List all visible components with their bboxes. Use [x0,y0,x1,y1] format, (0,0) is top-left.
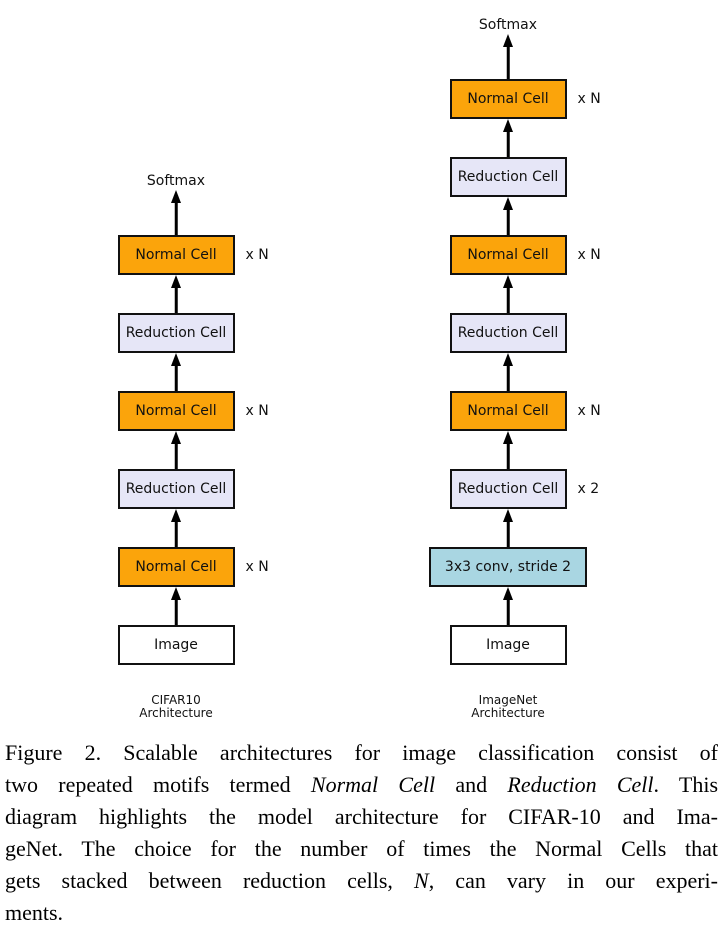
up-arrow-icon [501,431,515,469]
reduction-cell-box: Reduction Cell [449,313,567,353]
node-label: Normal Cell [135,247,217,263]
column-footer-line: Architecture [139,706,213,720]
figure-caption-line: ments. [5,897,718,929]
repeat-multiplier-label: x N [245,403,269,419]
figure-caption-text: and [435,772,508,797]
column-footer-line: CIFAR10 [151,693,201,707]
node-label: Reduction Cell [125,325,227,341]
up-arrow-icon [501,119,515,157]
up-arrow-icon [169,275,183,313]
up-arrow-icon [169,353,183,391]
normal-cell-box: Normal Cell x N [117,547,269,587]
normal-cell-box: Normal Cell x N [449,391,601,431]
node-label: Reduction Cell [457,325,559,341]
node-label: Reduction Cell [457,169,559,185]
repeat-multiplier-label: x N [577,247,601,263]
up-arrow-icon [501,587,515,625]
column-footer-line: ImageNet [478,693,538,707]
figure-caption-line: Figure 2. Scalable architectures for ima… [5,737,718,769]
node-label: Image [486,637,530,653]
figure-caption-line: gets stacked between reduction cells, N,… [5,865,718,897]
figure-caption-line: diagram highlights the model architectur… [5,801,718,833]
figure-caption: Figure 2. Scalable architectures for ima… [0,737,723,929]
figure-caption-text: Normal Cell [310,772,436,797]
figure-caption-text: geNet. The choice for the number of time… [5,836,718,861]
up-arrow-icon [169,587,183,625]
figure-caption-text: , can vary in our experi- [428,868,718,893]
normal-cell-box: Normal Cell x N [117,391,269,431]
up-arrow-icon [501,353,515,391]
up-arrow-icon [169,431,183,469]
node-label: Normal Cell [467,403,549,419]
up-arrow-icon [169,509,183,547]
repeat-multiplier-label: x 2 [577,481,600,497]
reduction-cell-box: Reduction Cell [117,313,235,353]
reduction-cell-box: Reduction Cell [117,469,235,509]
up-arrow-icon [501,275,515,313]
repeat-multiplier-label: x N [577,91,601,107]
figure-caption-line: two repeated motifs termed Normal Cell a… [5,769,718,801]
normal-cell-box: Normal Cell x N [449,235,601,275]
node-label: Normal Cell [135,403,217,419]
repeat-multiplier-label: x N [245,247,269,263]
reduction-cell-box: Reduction Cell [449,157,567,197]
figure-caption-text: . This [653,772,719,797]
normal-cell-box: Normal Cell x N [117,235,269,275]
conv-3x3-stride-2-box: 3x3 conv, stride 2 [429,547,587,587]
figure-caption-text: Figure 2. Scalable architectures for ima… [5,740,718,765]
node-label: Reduction Cell [125,481,227,497]
image-input-box: Image [117,625,235,665]
softmax-label: Softmax [478,17,538,33]
figure-caption-text: diagram highlights the model architectur… [5,804,718,829]
figure-caption-text: two repeated motifs termed [5,772,311,797]
image-input-box: Image [449,625,567,665]
node-label: Image [154,637,198,653]
normal-cell-box: Normal Cell x N [449,79,601,119]
softmax-label: Softmax [146,173,206,189]
node-label: Normal Cell [467,247,549,263]
figure-caption-line: geNet. The choice for the number of time… [5,833,718,865]
figure-caption-text: gets stacked between reduction cells, [5,868,415,893]
repeat-multiplier-label: x N [245,559,269,575]
up-arrow-icon [169,190,183,235]
up-arrow-icon [501,197,515,235]
reduction-cell-box: Reduction Cell x 2 [449,469,599,509]
repeat-multiplier-label: x N [577,403,601,419]
column-footer-line: Architecture [471,706,545,720]
figure-caption-text: Reduction Cell [507,772,654,797]
figure-caption-text: ments. [5,900,64,925]
node-label: Normal Cell [135,559,217,575]
up-arrow-icon [501,34,515,79]
node-label: 3x3 conv, stride 2 [444,559,572,575]
node-label: Reduction Cell [457,481,559,497]
figure-caption-text: N [414,868,429,893]
node-label: Normal Cell [467,91,549,107]
up-arrow-icon [501,509,515,547]
